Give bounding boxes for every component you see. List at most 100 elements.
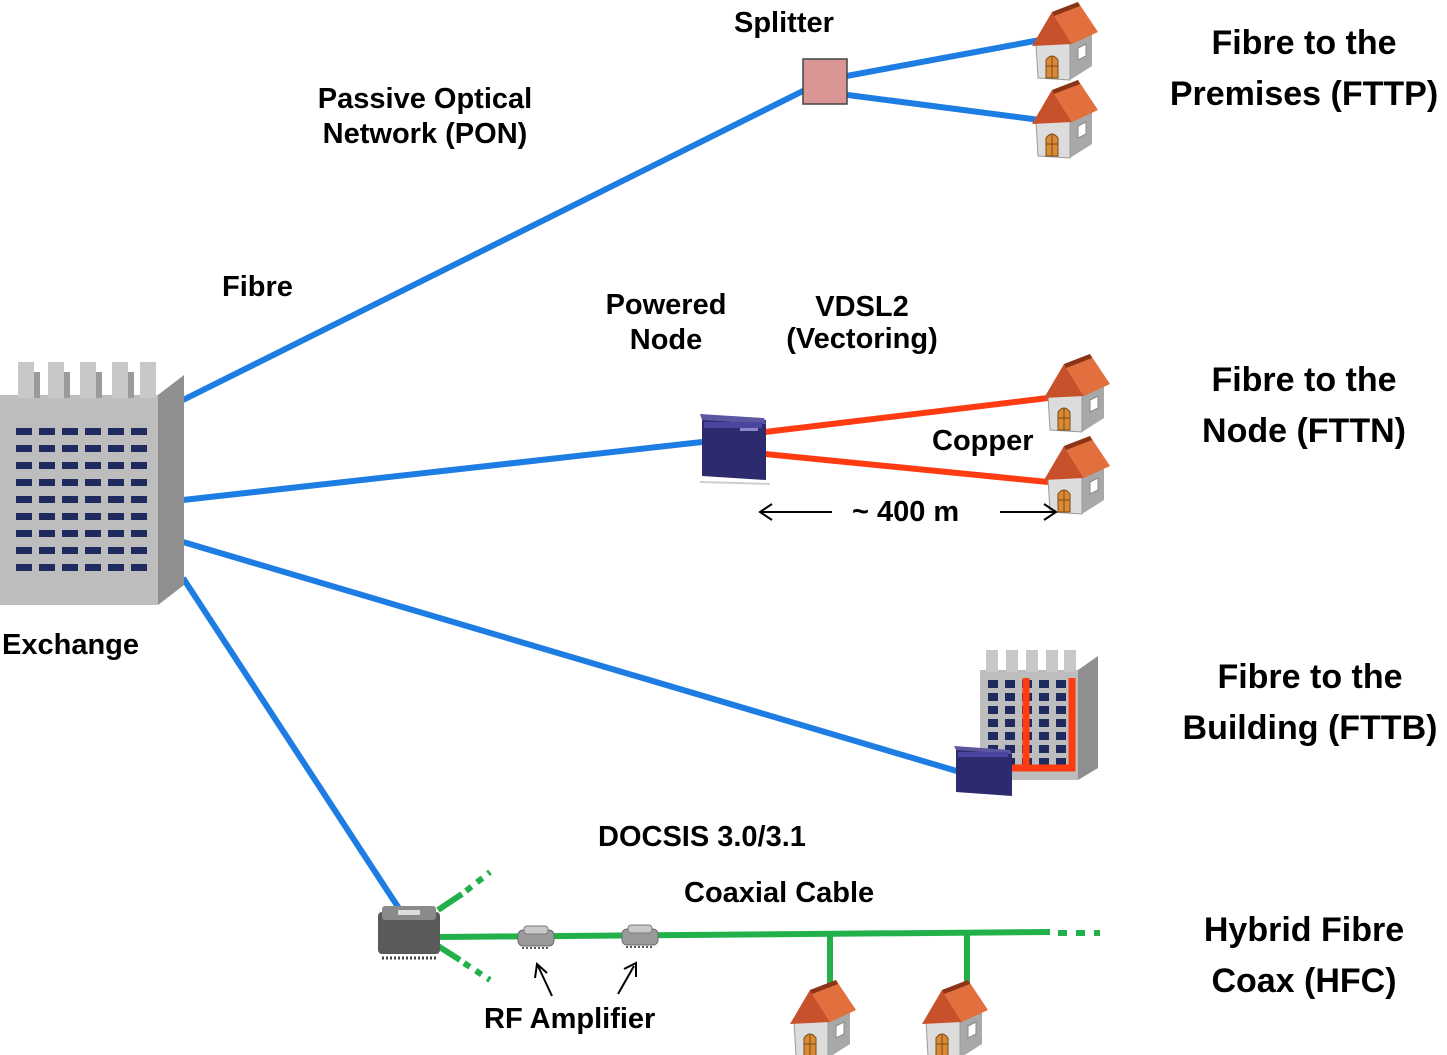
building-window bbox=[39, 428, 55, 435]
building-window bbox=[1039, 732, 1049, 740]
copper-line-2 bbox=[764, 451, 1049, 485]
building-window bbox=[1039, 758, 1049, 766]
building-window bbox=[108, 445, 124, 452]
building-window bbox=[1056, 758, 1066, 766]
building-window bbox=[108, 564, 124, 571]
building-window bbox=[85, 530, 101, 537]
pon-label-line2: Network (PON) bbox=[322, 117, 528, 150]
distance-label: ~ 400 m bbox=[852, 496, 960, 528]
building-window bbox=[1056, 732, 1066, 740]
fibre-line-splitter-house2 bbox=[824, 89, 1041, 123]
building-window bbox=[62, 496, 78, 503]
coax-branch-down-dots bbox=[462, 960, 492, 983]
fibre-line-fttb bbox=[182, 539, 961, 775]
building-window bbox=[85, 496, 101, 503]
building-window bbox=[16, 445, 32, 452]
rf-amplifier-icon bbox=[517, 925, 555, 949]
rf-amplifier-icon bbox=[621, 924, 659, 948]
vdsl2-line2: (Vectoring) bbox=[786, 322, 938, 355]
fttn-category: Fibre to the Node (FTTN) bbox=[1160, 355, 1447, 457]
building-window bbox=[85, 428, 101, 435]
fibre-line-hfc bbox=[180, 576, 403, 912]
building-window bbox=[988, 680, 998, 688]
exchange-label: Exchange bbox=[2, 629, 139, 661]
building-window bbox=[62, 445, 78, 452]
pon-label-line1: Passive Optical bbox=[317, 83, 533, 115]
building-window bbox=[39, 564, 55, 571]
building-window bbox=[16, 479, 32, 486]
building-window bbox=[39, 462, 55, 469]
coax-branch-down bbox=[436, 943, 462, 963]
pon-label: Passive Optical Network (PON) bbox=[290, 82, 560, 152]
coax-branch-up bbox=[436, 891, 464, 913]
fttp-line1: Fibre to the bbox=[1211, 24, 1397, 62]
copper-label: Copper bbox=[932, 425, 1034, 457]
building-window bbox=[85, 547, 101, 554]
arrow-icon bbox=[617, 961, 637, 995]
building-window bbox=[39, 445, 55, 452]
building-window bbox=[1005, 706, 1015, 714]
fibre-label: Fibre bbox=[222, 271, 293, 303]
building-window bbox=[85, 513, 101, 520]
building-window bbox=[16, 547, 32, 554]
building-window bbox=[1056, 706, 1066, 714]
house-icon bbox=[921, 979, 989, 1055]
building-window bbox=[62, 428, 78, 435]
building-window bbox=[131, 547, 147, 554]
building-window bbox=[62, 513, 78, 520]
building-window bbox=[1056, 693, 1066, 701]
building-window bbox=[1056, 719, 1066, 727]
rf-amplifier-label: RF Amplifier bbox=[484, 1003, 656, 1035]
building-window bbox=[1056, 745, 1066, 753]
building-window bbox=[39, 479, 55, 486]
splitter-icon bbox=[802, 58, 848, 105]
house-icon bbox=[789, 979, 857, 1055]
building-window bbox=[131, 428, 147, 435]
powered-node-line1: Powered bbox=[605, 289, 727, 321]
building-window bbox=[62, 530, 78, 537]
building-window bbox=[85, 564, 101, 571]
arrow-icon bbox=[534, 962, 553, 997]
building-window bbox=[16, 530, 32, 537]
building-window bbox=[62, 462, 78, 469]
building-window bbox=[16, 513, 32, 520]
fibre-node-icon bbox=[378, 906, 440, 960]
building-window bbox=[988, 706, 998, 714]
fttn-line1: Fibre to the bbox=[1211, 361, 1397, 399]
building-window bbox=[62, 564, 78, 571]
coax-cable-label: Coaxial Cable bbox=[684, 877, 875, 909]
vdsl2-label: VDSL2 (Vectoring) bbox=[772, 291, 952, 356]
building-window bbox=[16, 428, 32, 435]
building-window bbox=[85, 462, 101, 469]
distance-arrow-right bbox=[1000, 503, 1058, 521]
house-icon bbox=[1043, 353, 1111, 433]
fttp-category: Fibre to the Premises (FTTP) bbox=[1160, 18, 1447, 120]
building-window bbox=[39, 547, 55, 554]
building-window bbox=[62, 479, 78, 486]
building-window bbox=[988, 719, 998, 727]
building-window bbox=[131, 564, 147, 571]
powered-node-line2: Node bbox=[629, 323, 703, 356]
copper-line-1 bbox=[764, 395, 1049, 435]
building-window bbox=[1039, 680, 1049, 688]
node-cabinet-icon bbox=[699, 414, 771, 485]
building-window bbox=[108, 547, 124, 554]
building-window bbox=[988, 732, 998, 740]
building-window bbox=[131, 530, 147, 537]
building-window bbox=[85, 479, 101, 486]
building-window bbox=[108, 479, 124, 486]
hfc-line2: Coax (HFC) bbox=[1211, 962, 1397, 1000]
building-window bbox=[1039, 745, 1049, 753]
building-window bbox=[108, 530, 124, 537]
building-window bbox=[1005, 719, 1015, 727]
building-window bbox=[39, 530, 55, 537]
hfc-category: Hybrid Fibre Coax (HFC) bbox=[1160, 905, 1447, 1007]
powered-node-label: Powered Node bbox=[590, 288, 742, 358]
fibre-line-pon bbox=[181, 77, 827, 403]
building-window bbox=[16, 564, 32, 571]
hfc-line1: Hybrid Fibre bbox=[1203, 911, 1405, 949]
coax-branch-up-dots bbox=[464, 869, 492, 894]
fttb-category: Fibre to the Building (FTTB) bbox=[1174, 652, 1446, 754]
building-window bbox=[1005, 745, 1015, 753]
